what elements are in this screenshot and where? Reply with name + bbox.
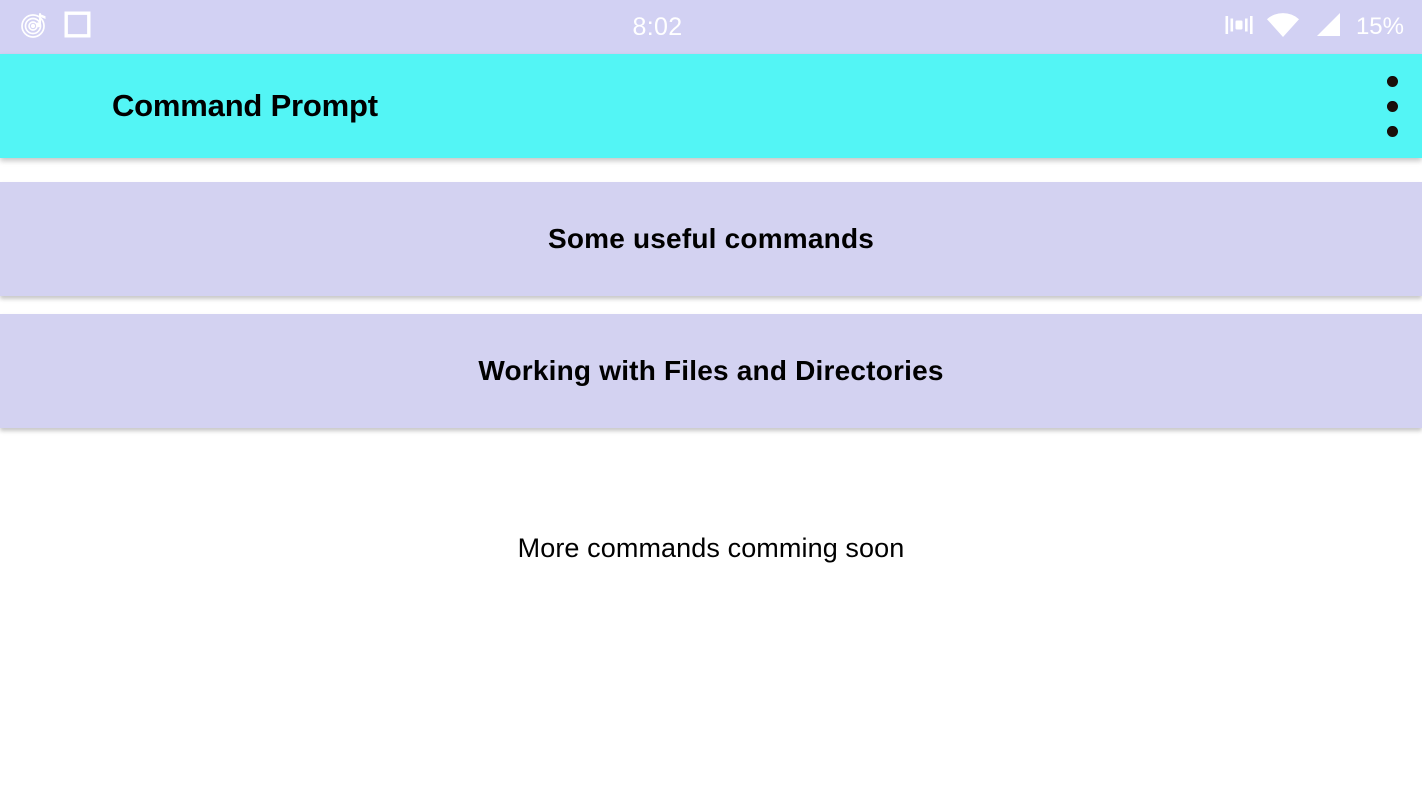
status-bar-clock: 8:02	[632, 12, 683, 41]
app-title: Command Prompt	[112, 88, 378, 123]
status-bar-left-icons	[20, 10, 91, 45]
status-bar-right-icons: 15%	[1224, 12, 1404, 43]
footer-note: More commands comming soon	[517, 533, 905, 563]
cellular-signal-icon	[1312, 12, 1342, 43]
command-category-button-some-useful-commands[interactable]: Some useful commands	[0, 182, 1422, 296]
battery-percentage: 15%	[1355, 13, 1404, 40]
music-note-icon	[20, 10, 50, 45]
square-outline-icon	[64, 11, 91, 43]
overflow-menu-button[interactable]	[1368, 63, 1422, 149]
button-label: Working with Files and Directories	[478, 355, 944, 386]
overflow-dot	[1386, 75, 1398, 87]
button-label: Some useful commands	[547, 223, 875, 254]
command-category-button-working-with-files-and-directories[interactable]: Working with Files and Directories	[0, 314, 1422, 428]
overflow-dot	[1386, 100, 1398, 112]
app-bar: Command Prompt	[0, 54, 1422, 158]
wifi-icon	[1266, 12, 1300, 43]
status-bar-center: 8:02	[91, 12, 1224, 41]
vibrate-icon	[1224, 12, 1254, 43]
status-bar: 8:02	[0, 0, 1422, 54]
main-content: Some useful commands Working with Files …	[0, 158, 1422, 800]
overflow-dot	[1386, 125, 1398, 137]
